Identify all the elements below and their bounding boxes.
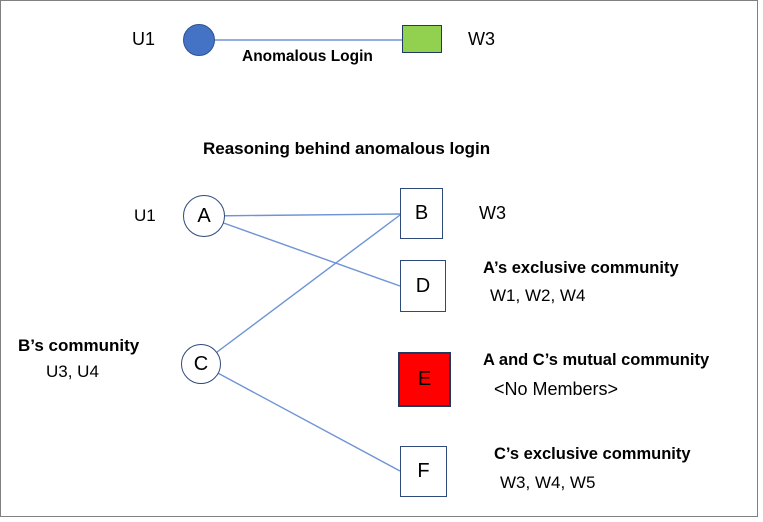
node-f-letter: F — [417, 460, 430, 482]
node-c-letter: C — [193, 352, 209, 375]
node-d-letter: D — [415, 274, 431, 297]
node-a-letter: A — [197, 204, 211, 227]
anomalous-login-label: Anomalous Login — [242, 48, 373, 65]
edge-c-f — [200, 363, 401, 472]
anomalous-resource-node — [402, 25, 442, 53]
node-b-letter: B — [414, 202, 429, 224]
edge-a-b — [203, 213, 401, 217]
top-user-label: U1 — [132, 29, 156, 49]
diagram-title: Reasoning behind anomalous login — [203, 139, 491, 158]
b-community-members: U3, U4 — [46, 362, 99, 381]
mutual-community-title: A and C’s mutual community — [483, 351, 710, 369]
c-exclusive-community-title: C’s exclusive community — [494, 445, 691, 463]
node-a-circle: A — [183, 195, 225, 237]
node-b-resource-label: W3 — [479, 203, 506, 223]
a-exclusive-community-title: A’s exclusive community — [483, 259, 679, 277]
edge-c-b — [200, 214, 401, 365]
edge-a-d — [203, 215, 401, 287]
mutual-community-members: <No Members> — [494, 379, 619, 399]
node-c-circle: C — [181, 344, 221, 384]
node-d-square: D — [400, 260, 446, 312]
node-e-square: E — [398, 352, 451, 407]
a-exclusive-community-members: W1, W2, W4 — [490, 286, 586, 305]
c-exclusive-community-members: W3, W4, W5 — [500, 473, 596, 492]
b-community-title: B’s community — [18, 336, 140, 355]
node-f-square: F — [400, 446, 447, 497]
node-a-user-label: U1 — [134, 206, 156, 225]
node-b-square: B — [400, 188, 443, 239]
anomalous-user-node — [183, 24, 215, 56]
top-resource-label: W3 — [468, 29, 495, 49]
node-e-letter: E — [417, 368, 432, 390]
